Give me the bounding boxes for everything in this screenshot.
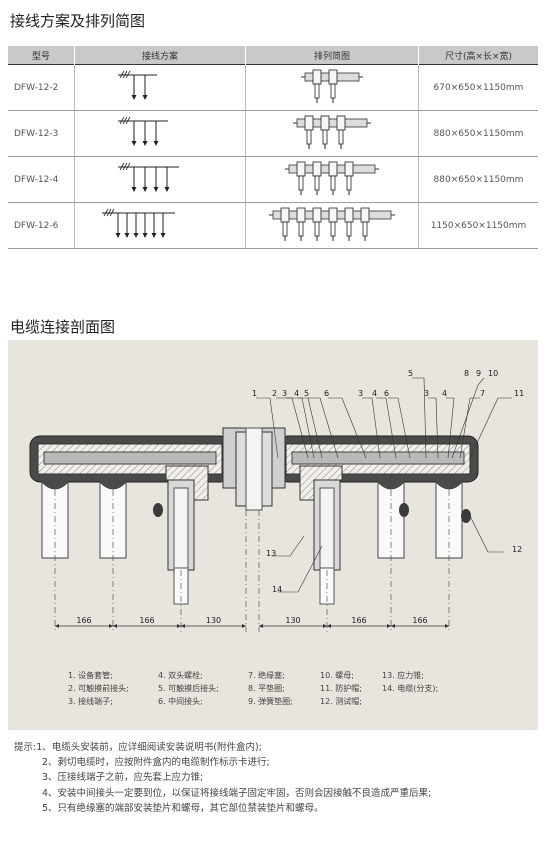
legend-entry: 3. 接线端子; (68, 696, 113, 706)
callout-number: 10 (488, 369, 498, 378)
legend-entry: 5. 可触摸后接头; (158, 683, 219, 693)
legend-entry: 4. 双头螺栓; (158, 670, 203, 680)
callout-number: 5 (408, 369, 413, 378)
legend-entry: 8. 平垫圈; (248, 683, 285, 693)
dimension-label: 130 (285, 616, 300, 625)
model-cell: DFW-12-2 (8, 64, 75, 111)
model-cell: DFW-12-3 (8, 110, 75, 157)
dimension-label: 166 (412, 616, 427, 625)
callout-number: 13 (266, 549, 276, 558)
col-header-dimensions: 尺寸(高×长×宽) (418, 46, 538, 65)
dimension-label: 166 (351, 616, 366, 625)
wiring-scheme-cell (74, 64, 246, 111)
callout-number: 5 (304, 389, 309, 398)
callout-number: 6 (384, 389, 389, 398)
callout-number: 4 (294, 389, 299, 398)
callout-number: 4 (442, 389, 447, 398)
dimensions-cell: 1150×650×1150mm (418, 202, 538, 249)
layout-sketch-icon (293, 115, 371, 149)
layout-sketch-cell (245, 110, 419, 157)
test-caps (153, 503, 471, 523)
callout-number: 9 (476, 369, 481, 378)
col-header-layout: 排列简图 (245, 46, 419, 65)
callout-number: 3 (424, 389, 429, 398)
legend-entry: 1. 设备套管; (68, 670, 113, 680)
callout-number: 2 (272, 389, 277, 398)
callout-number: 12 (512, 545, 522, 554)
callout-number: 11 (514, 389, 524, 398)
callout-number: 4 (372, 389, 377, 398)
dimension-label: 166 (139, 616, 154, 625)
elbow-joints (165, 465, 343, 605)
wiring-scheme-icon (102, 208, 175, 238)
legend-entry: 10. 螺母; (320, 670, 354, 680)
wiring-scheme-icon (118, 162, 179, 192)
layout-sketch-cell (245, 202, 419, 249)
layout-sketch-icon (269, 207, 395, 241)
legend-entry: 11. 防护帽; (320, 683, 362, 693)
center-lines (54, 490, 450, 632)
dimensions-cell: 880×650×1150mm (418, 110, 538, 157)
callout-number: 8 (464, 369, 469, 378)
callout-number: 3 (282, 389, 287, 398)
note-line: 4、安装中间接头一定要到位，以保证将接线端子固定牢固，否则会因接触不良造成严重后… (42, 787, 432, 799)
callout-number: 14 (272, 585, 282, 594)
table-row: DFW-12-6 1150×650×1150mm (8, 202, 538, 249)
installation-notes: 提示:1、电缆头安装前，应详细阅读安装说明书(附件盒内); 2、剥切电缆时，应按… (14, 740, 431, 816)
legend-entry: 2. 可触摸前接头; (68, 683, 129, 693)
model-cell: DFW-12-4 (8, 156, 75, 203)
layout-sketch-icon (285, 161, 379, 195)
legend-entry: 13. 应力锥; (382, 670, 424, 680)
dimensions-cell: 880×650×1150mm (418, 156, 538, 203)
wiring-scheme-cell (74, 110, 246, 157)
dimension-label: 130 (206, 616, 221, 625)
note-line: 5、只有绝缘塞的端部安装垫片和螺母，其它部位禁装垫片和螺母。 (42, 802, 324, 814)
wiring-scheme-icon (118, 70, 157, 100)
callout-leaders (256, 377, 512, 593)
parts-legend: 1. 设备套管; 4. 双头螺栓; 7. 绝缘塞; 10. 螺母; 13. 应力锥; 2.… (68, 670, 438, 706)
model-cell: DFW-12-6 (8, 202, 75, 249)
wiring-table: 型号 接线方案 排列简图 尺寸(高×长×宽) DFW-12-2 670×650×… (8, 46, 538, 249)
note-line: 提示:1、电缆头安装前，应详细阅读安装说明书(附件盒内); (14, 742, 262, 753)
dimension-labels: 166 166 130 130 166 166 (55, 616, 449, 628)
note-line: 3、压接线端子之前，应先套上应力锥; (42, 772, 204, 784)
section-title-section-view: 电缆连接剖面图 (10, 318, 116, 336)
callout-number: 1 (252, 389, 257, 398)
layout-sketch-icon (301, 69, 363, 103)
callout-number: 7 (480, 389, 485, 398)
note-line: 2、剥切电缆时，应按附件盒内的电缆制作标示卡进行; (42, 757, 270, 769)
col-header-wiring: 接线方案 (74, 46, 246, 65)
legend-entry: 12. 测试帽; (320, 696, 362, 706)
wiring-scheme-icon (118, 116, 168, 146)
callout-number: 6 (324, 389, 329, 398)
legend-entry: 9. 弹簧垫圈; (248, 696, 293, 706)
legend-entry: 6. 中间接头; (158, 696, 203, 706)
callout-number: 3 (358, 389, 363, 398)
table-row: DFW-12-2 670×650×1150mm (8, 64, 538, 111)
wiring-scheme-cell (74, 156, 246, 203)
table-header-row: 型号 接线方案 排列简图 尺寸(高×长×宽) (8, 46, 538, 65)
table-row: DFW-12-3 880×650×1150mm (8, 110, 538, 157)
layout-sketch-cell (245, 64, 419, 111)
wiring-scheme-cell (74, 202, 246, 249)
legend-entry: 7. 绝缘塞; (248, 670, 285, 680)
layout-sketch-cell (245, 156, 419, 203)
section-title-wiring: 接线方案及排列简图 (10, 12, 146, 30)
table-row: DFW-12-4 880×650×1150mm (8, 156, 538, 203)
dimensions-cell: 670×650×1150mm (418, 64, 538, 111)
legend-entry: 14. 电缆(分支); (382, 683, 438, 693)
col-header-model: 型号 (8, 46, 75, 65)
busbar-housing (29, 427, 479, 511)
dimension-label: 166 (76, 616, 91, 625)
